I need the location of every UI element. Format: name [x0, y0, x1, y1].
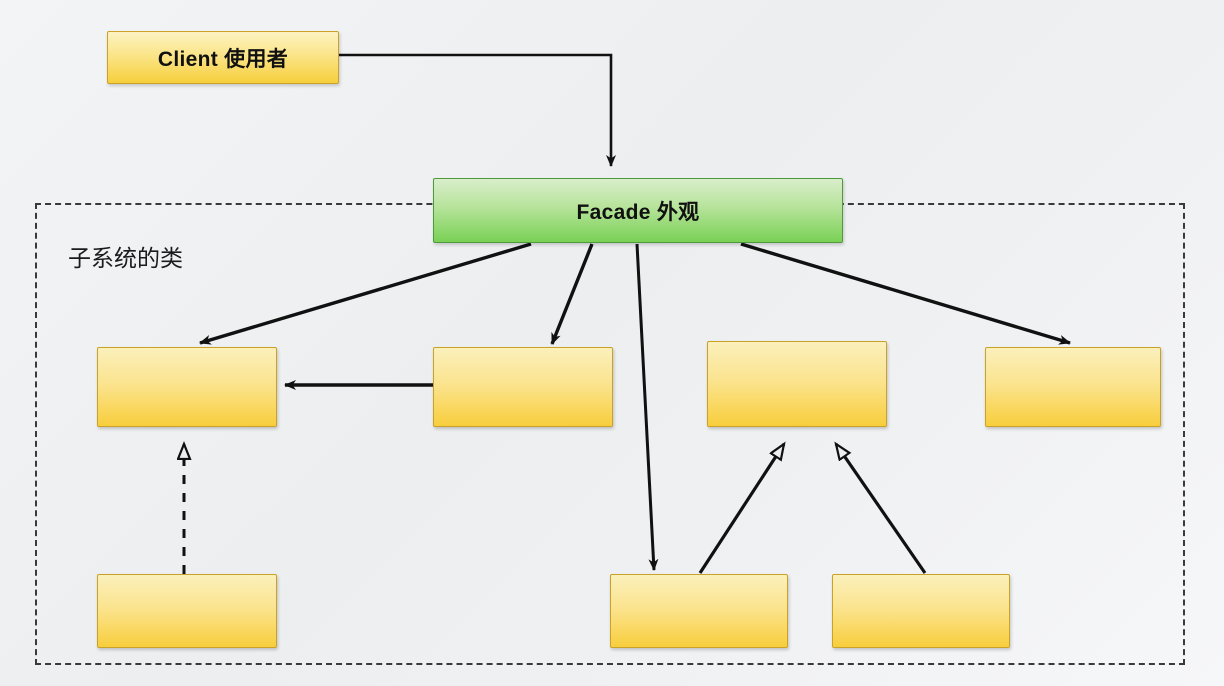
subsystem-class-2[interactable]: [433, 347, 613, 427]
client-node[interactable]: Client 使用者: [107, 31, 339, 84]
subsystem-frame-label: 子系统的类: [68, 245, 183, 271]
client-node-label: Client 使用者: [157, 47, 289, 71]
subsystem-class-3[interactable]: [707, 341, 887, 427]
subsystem-class-4[interactable]: [985, 347, 1161, 427]
subsystem-class-6[interactable]: [610, 574, 788, 648]
subsystem-class-7[interactable]: [832, 574, 1010, 648]
facade-node-label: Facade 外观: [576, 200, 700, 224]
facade-node[interactable]: Facade 外观: [433, 178, 843, 243]
subsystem-class-5[interactable]: [97, 574, 277, 648]
subsystem-class-1[interactable]: [97, 347, 277, 427]
edge-client-to-facade: [339, 53, 616, 167]
